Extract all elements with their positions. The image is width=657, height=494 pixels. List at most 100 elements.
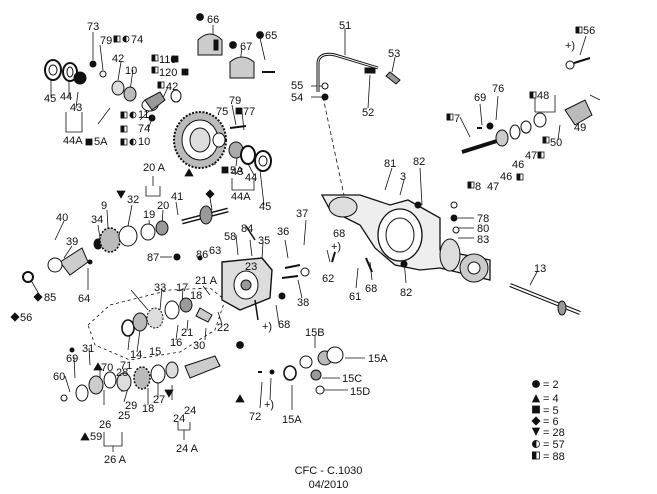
callout-label: 10 <box>125 65 137 77</box>
callout-label: 22 <box>217 322 229 334</box>
callout-label: 27 <box>153 394 165 406</box>
callout-label: 24 A <box>176 443 199 455</box>
half-square-icon <box>151 54 159 62</box>
callout-label: 29 <box>125 400 137 412</box>
callout-label: 69 <box>66 353 78 365</box>
callout-label: 52 <box>362 107 374 119</box>
callout-label: 24 <box>173 413 185 425</box>
half-square-icon <box>467 181 475 189</box>
callout-label: 18 <box>142 403 154 415</box>
square-icon <box>181 68 189 76</box>
callout-label: 13 <box>534 263 546 275</box>
callout-label: 45 <box>259 201 271 213</box>
legend-half-circle-icon <box>532 440 540 448</box>
callout-label: 79 <box>100 35 112 47</box>
callout-label: 78 <box>477 213 489 225</box>
callout-label: 9 <box>101 200 107 212</box>
callout-label: 53 <box>388 48 400 60</box>
dashed-contour <box>87 287 226 361</box>
circle-icon <box>236 341 244 349</box>
triangle-up-icon <box>184 168 194 177</box>
callout-label: 5A <box>230 165 244 177</box>
callout-label: 33 <box>154 282 166 294</box>
callout-label: 65 <box>265 30 277 42</box>
callout-label: 15C <box>342 373 362 385</box>
legend-triangle-up-icon <box>531 394 541 403</box>
callout-label: 46 <box>512 159 524 171</box>
callout-label: 18 <box>190 290 202 302</box>
half-square-icon <box>529 91 537 99</box>
callout-label: 48 <box>537 90 549 102</box>
callout-label: 77 <box>243 106 255 118</box>
callout-label: 85 <box>44 292 56 304</box>
circle-icon <box>229 41 237 49</box>
legend-symbols <box>531 380 541 460</box>
callout-label: 61 <box>349 291 361 303</box>
callout-label: 44 <box>60 91 72 103</box>
callout-label: 47 <box>487 181 499 193</box>
diamond-icon <box>10 312 20 322</box>
callout-label: 28 <box>116 367 128 379</box>
callout-label: 87 <box>147 252 159 264</box>
legend-value: = 2 <box>543 379 559 391</box>
callout-label: 3 <box>400 171 406 183</box>
callout-label: 56 <box>583 25 595 37</box>
callout-label: 62 <box>322 273 334 285</box>
square-icon <box>221 166 229 174</box>
legend-value: = 4 <box>543 393 559 405</box>
callout-label: 55 <box>291 80 303 92</box>
triangle-down-icon <box>116 190 126 199</box>
callout-label: 44A <box>231 191 251 203</box>
callout-label: 38 <box>297 297 309 309</box>
callout-label: 72 <box>249 411 261 423</box>
callout-label: 15 <box>149 346 161 358</box>
callout-label: 39 <box>66 236 78 248</box>
circle-icon <box>196 13 204 21</box>
callout-label: 80 <box>477 223 489 235</box>
legend-value: = 6 <box>543 416 559 428</box>
part-drawings <box>22 33 593 402</box>
callout-label: 20 <box>157 200 169 212</box>
callout-label: 15D <box>350 386 370 398</box>
callout-label: 82 <box>400 287 412 299</box>
callout-label: 43 <box>231 166 243 178</box>
callout-label: 44 <box>245 172 257 184</box>
callout-label: 14 <box>130 349 142 361</box>
callout-label: 75 <box>216 106 228 118</box>
half-square-icon <box>120 111 128 119</box>
callout-label: 71 <box>120 360 132 372</box>
callout-label: 40 <box>56 212 68 224</box>
callout-label: 10 <box>138 136 150 148</box>
callout-label: 74 <box>131 34 143 46</box>
callout-label: 26 <box>99 419 111 431</box>
callout-label: 24 <box>184 405 196 417</box>
legend-value: = 28 <box>543 427 565 439</box>
callout-label: 19 <box>143 209 155 221</box>
callout-label: 70 <box>101 362 113 374</box>
callout-label: 42 <box>166 81 178 93</box>
callout-label: 60 <box>53 371 65 383</box>
callout-label: 120 <box>159 67 177 79</box>
callout-label: 20 A <box>143 162 166 174</box>
callout-label: 47 <box>525 150 537 162</box>
callout-label: +) <box>264 399 274 411</box>
callout-label: 37 <box>296 208 308 220</box>
callout-label: 42 <box>112 53 124 65</box>
callout-label: 32 <box>127 194 139 206</box>
half-square-icon <box>542 136 550 144</box>
callout-label: 23 <box>245 261 257 273</box>
half-square-icon <box>120 138 128 146</box>
callout-label: 73 <box>87 21 99 33</box>
callout-label: 58 <box>224 231 236 243</box>
half-square-icon <box>157 81 165 89</box>
callout-label: 54 <box>291 92 303 104</box>
callout-label: 11 <box>138 109 149 121</box>
legend-value: = 5 <box>543 405 559 417</box>
callout-label: 63 <box>209 245 221 257</box>
callout-label: 67 <box>240 41 252 53</box>
callout-label: +) <box>565 40 575 52</box>
callouts: 73 79 74 42 110 10 120 42 66 67 65 45 44… <box>20 14 595 466</box>
callout-label: 15B <box>305 327 325 339</box>
callout-label: 31 <box>82 343 94 355</box>
